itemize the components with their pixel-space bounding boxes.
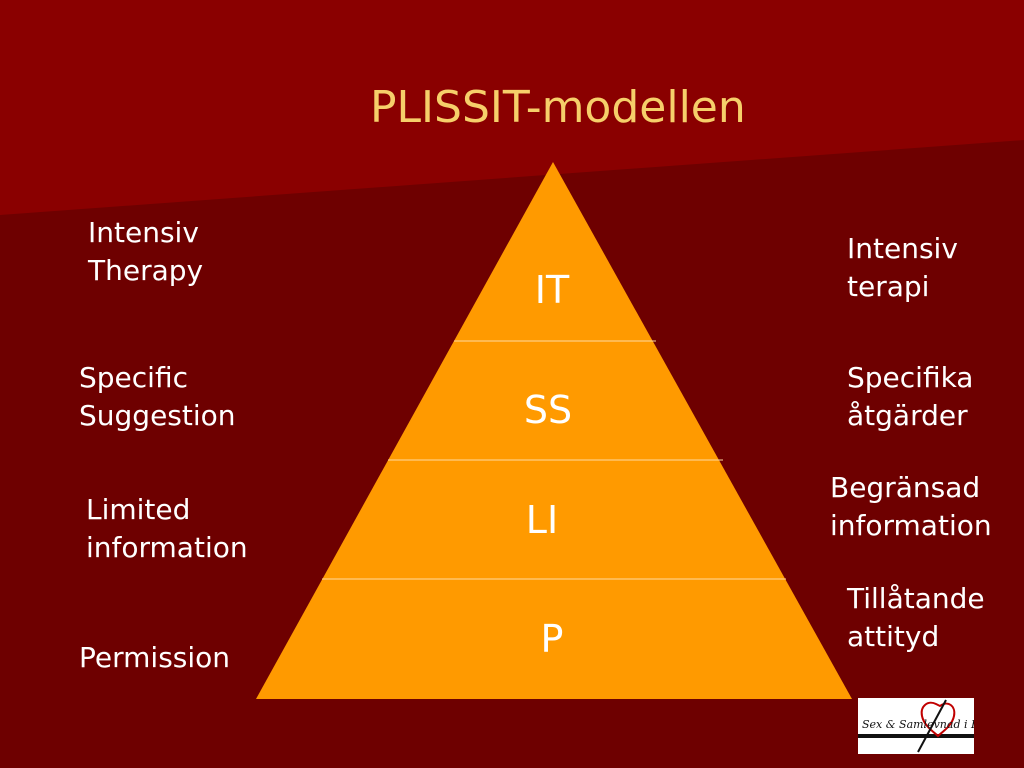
english-label-p: Permission [79, 641, 231, 674]
tier-label-ss: SS [523, 388, 573, 432]
tier-label-it: IT [534, 268, 570, 312]
english-label-li: Limited information [86, 493, 248, 564]
pyramid-shape [256, 162, 852, 699]
swedish-label-it: Intensiv terapi [847, 232, 958, 303]
svg-text:Sex & Samlevnad i Eslöv: Sex & Samlevnad i Eslöv [862, 718, 974, 731]
swedish-label-ss: Specifika åtgärder [847, 361, 974, 432]
swedish-label-p: Tillåtande attityd [847, 582, 985, 653]
slide-title: PLISSIT-modellen [370, 82, 746, 133]
organization-logo: Sex & Samlevnad i Eslöv [858, 698, 1002, 754]
english-label-it: Intensiv Therapy [88, 216, 204, 287]
tier-label-p: P [540, 617, 564, 661]
tier-label-li: LI [525, 498, 559, 542]
swedish-label-li: Begränsad information [830, 471, 992, 542]
english-label-ss: Specific Suggestion [79, 361, 236, 432]
